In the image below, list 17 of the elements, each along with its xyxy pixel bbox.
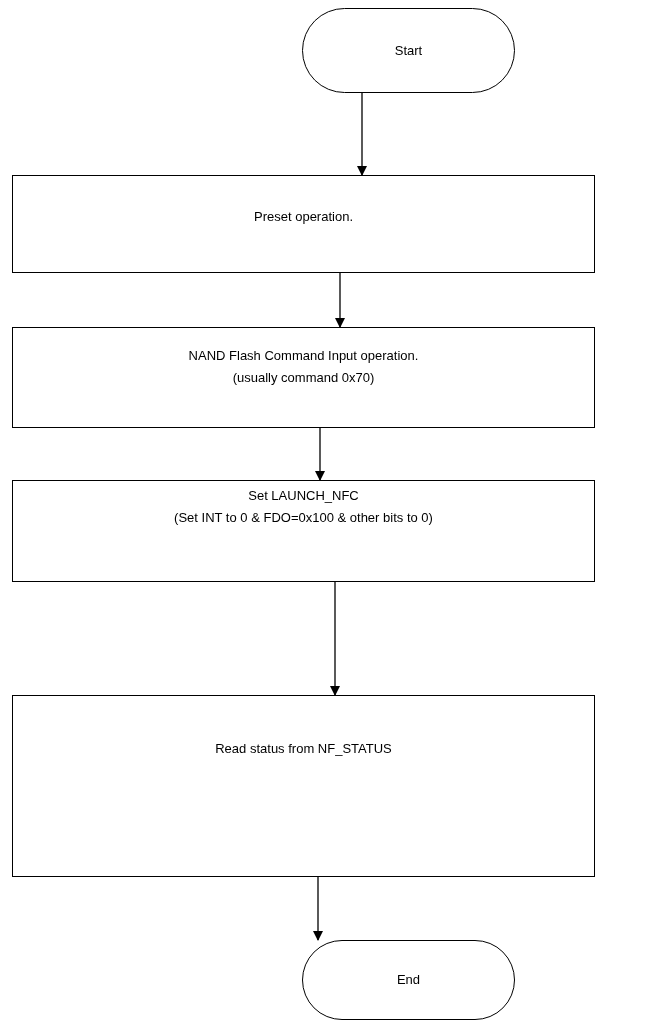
arrow [330,581,340,696]
process-box [12,480,595,582]
node-text: NAND Flash Command Input operation. [188,347,419,365]
node-text: Start [394,41,423,60]
process-box [12,175,595,273]
arrow [315,427,325,481]
node-text: Preset operation. [254,208,353,226]
node-text: End [396,971,421,989]
process-box [12,327,595,428]
node-text: (usually command 0x70) [232,369,375,387]
arrow [357,92,367,176]
node-text: Set LAUNCH_NFC [248,487,359,505]
arrow [313,876,323,941]
arrow [335,272,345,328]
node-text: (Set INT to 0 & FDO=0x100 & other bits to 0) [174,509,433,527]
node-text: Read status from NF_STATUS [215,740,392,758]
process-box [12,695,595,877]
